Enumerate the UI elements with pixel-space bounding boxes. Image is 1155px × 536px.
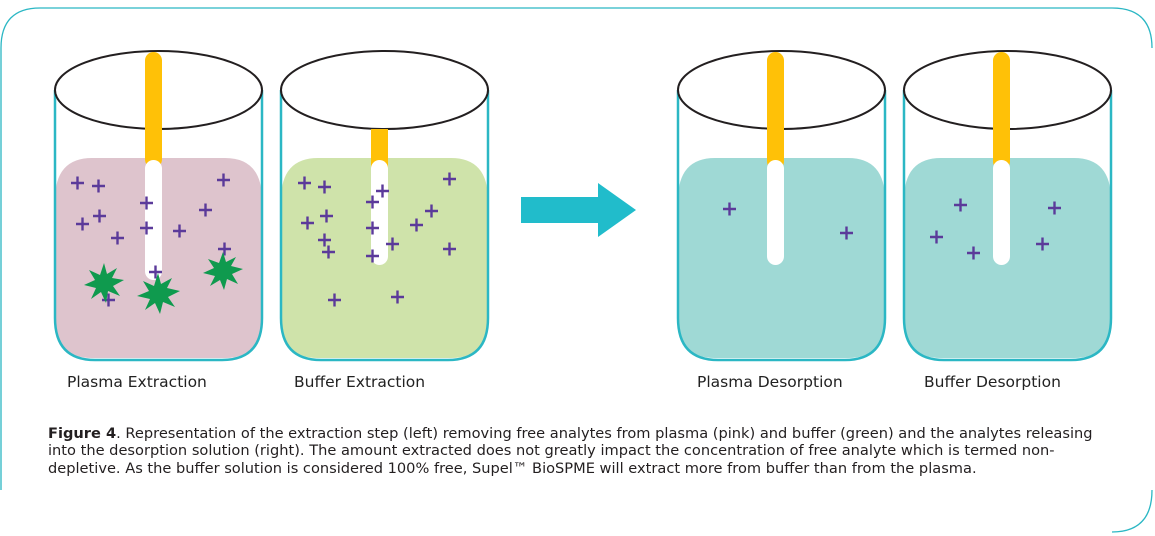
fiber-holder — [993, 52, 1010, 170]
analyte-markers — [298, 172, 456, 307]
fiber-coating — [371, 160, 388, 265]
analyte-markers — [723, 202, 853, 240]
beaker-body — [902, 90, 1113, 362]
starburst-icon — [203, 252, 243, 290]
process-arrow-icon — [521, 183, 636, 237]
beaker-buffer-desorption — [902, 50, 1113, 362]
fiber-coating — [145, 160, 162, 280]
analyte-markers — [71, 173, 231, 307]
frame-border — [0, 7, 1153, 49]
fiber-holder — [371, 129, 388, 169]
beaker-buffer-extraction — [279, 50, 490, 362]
label-plasma-extraction: Plasma Extraction — [67, 373, 207, 391]
starburst-icon — [137, 273, 180, 314]
beaker-body — [279, 90, 490, 362]
fiber-holder — [145, 52, 162, 168]
caption-text: . Representation of the extraction step … — [48, 425, 1093, 477]
beaker-rim — [280, 50, 489, 130]
fiber-coating — [767, 160, 784, 265]
label-buffer-extraction: Buffer Extraction — [294, 373, 426, 391]
figure-caption: Figure 4. Representation of the extracti… — [48, 425, 1108, 477]
beaker-body — [676, 90, 887, 362]
beaker-plasma-extraction — [53, 50, 264, 362]
beaker-body — [53, 90, 264, 362]
bound-protein-starbursts — [84, 252, 243, 314]
starburst-icon — [84, 263, 124, 303]
analyte-markers — [930, 198, 1061, 260]
fiber-holder — [767, 52, 784, 170]
label-plasma-desorption: Plasma Desorption — [697, 373, 843, 391]
caption-label: Figure 4 — [48, 425, 117, 442]
label-buffer-desorption: Buffer Desorption — [924, 373, 1061, 391]
fiber-coating — [993, 160, 1010, 265]
frame-border-bottom — [1111, 489, 1153, 533]
beaker-plasma-desorption — [676, 50, 887, 362]
